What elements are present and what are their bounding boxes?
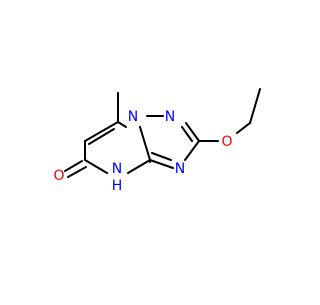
molecule-structure: N N N N H O O <box>53 88 261 194</box>
bond-nright-c2 <box>184 140 200 161</box>
bond-oether-ch2 <box>236 122 251 134</box>
bond-c7-c6 <box>84 121 119 142</box>
bond-c7-nbridge <box>117 121 127 128</box>
atom-oxygen-ether: O <box>221 134 232 150</box>
atom-n-bridge: N <box>128 109 138 125</box>
bond-c5-o-2 <box>67 166 87 178</box>
bond-c3a-nright <box>149 159 174 169</box>
bond-n4-c3a <box>127 159 151 174</box>
atom-n-top: N <box>165 109 175 125</box>
atom-n-h: N <box>112 161 122 177</box>
bond-c5-o <box>64 160 83 172</box>
bond-nbridge-c3a <box>139 126 151 161</box>
bond-ch2-ch3 <box>249 88 261 124</box>
bond-c2-ntop <box>185 122 200 142</box>
bond-c5-n4 <box>84 159 108 174</box>
atom-h-on-n: H <box>112 178 123 194</box>
bond-c7-c6-inner <box>88 128 115 145</box>
atom-n-right: N <box>175 161 185 177</box>
atom-labels: N N N N H O O <box>53 109 232 194</box>
bond-c3a-nright-inner <box>151 152 172 161</box>
bonds <box>64 88 261 178</box>
bond-c2-ntop-inner <box>181 126 193 142</box>
atom-oxygen-carbonyl: O <box>53 168 64 184</box>
molecule-canvas: N N N N H O O <box>53 88 261 194</box>
